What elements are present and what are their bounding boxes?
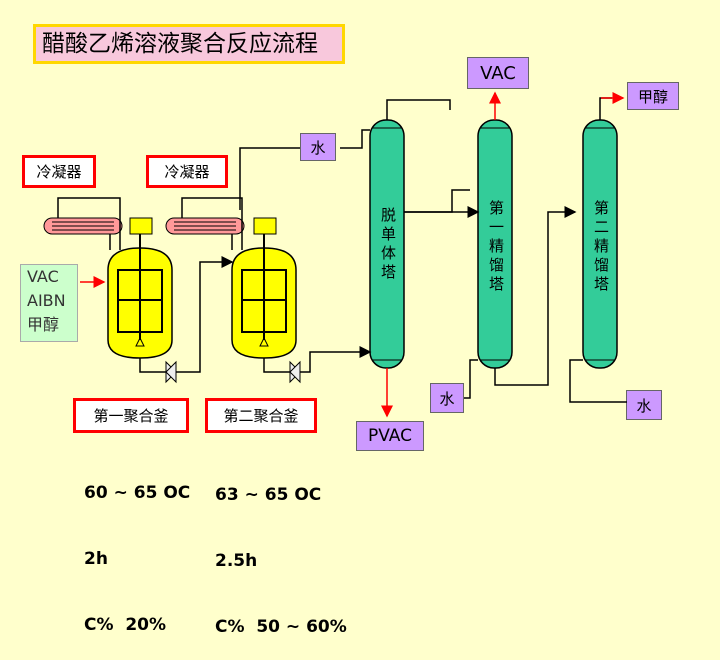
page-title: 醋酸乙烯溶液聚合反应流程 bbox=[33, 24, 345, 64]
reactor1-label: 第一聚合釜 bbox=[73, 398, 189, 433]
reactor2-conversion: C% 50 ~ 60% bbox=[215, 617, 347, 637]
reactor2-label: 第二聚合釜 bbox=[205, 398, 317, 433]
reactor2-icon bbox=[231, 217, 297, 359]
reactor1-icon bbox=[107, 217, 173, 359]
water-mid-label: 水 bbox=[430, 383, 464, 413]
vac-top-label: VAC bbox=[467, 57, 529, 89]
feed-line-methanol: 甲醇 bbox=[27, 315, 60, 334]
feed-line-aibn: AIBN bbox=[27, 291, 66, 310]
tower-demonomer-label: 脱单体塔 bbox=[379, 207, 397, 283]
valve1-icon bbox=[165, 360, 177, 384]
condenser1-icon bbox=[43, 217, 123, 235]
feed-label: VAC AIBN 甲醇 bbox=[20, 264, 78, 342]
reactor2-temp: 63 ~ 65 OC bbox=[215, 485, 322, 505]
water-top-label: 水 bbox=[300, 133, 336, 161]
feed-line-vac: VAC bbox=[27, 267, 59, 286]
water-right-label: 水 bbox=[626, 390, 662, 420]
reactor1-conversion: C% 20% bbox=[84, 615, 167, 635]
tower-first-distillation-label: 第一精馏塔 bbox=[487, 200, 505, 295]
reactor1-temp: 60 ~ 65 OC bbox=[84, 483, 191, 503]
methanol-out-label: 甲醇 bbox=[627, 82, 679, 110]
valve2-icon bbox=[289, 360, 301, 384]
pvac-label: PVAC bbox=[356, 421, 424, 451]
condenser1-label: 冷凝器 bbox=[22, 155, 96, 188]
process-diagram bbox=[43, 91, 627, 418]
reactor1-time: 2h bbox=[84, 549, 108, 569]
tower-second-distillation-label: 第二精馏塔 bbox=[592, 200, 610, 295]
condenser2-icon bbox=[165, 217, 245, 235]
condenser2-label: 冷凝器 bbox=[146, 155, 228, 188]
reactor2-time: 2.5h bbox=[215, 551, 258, 571]
